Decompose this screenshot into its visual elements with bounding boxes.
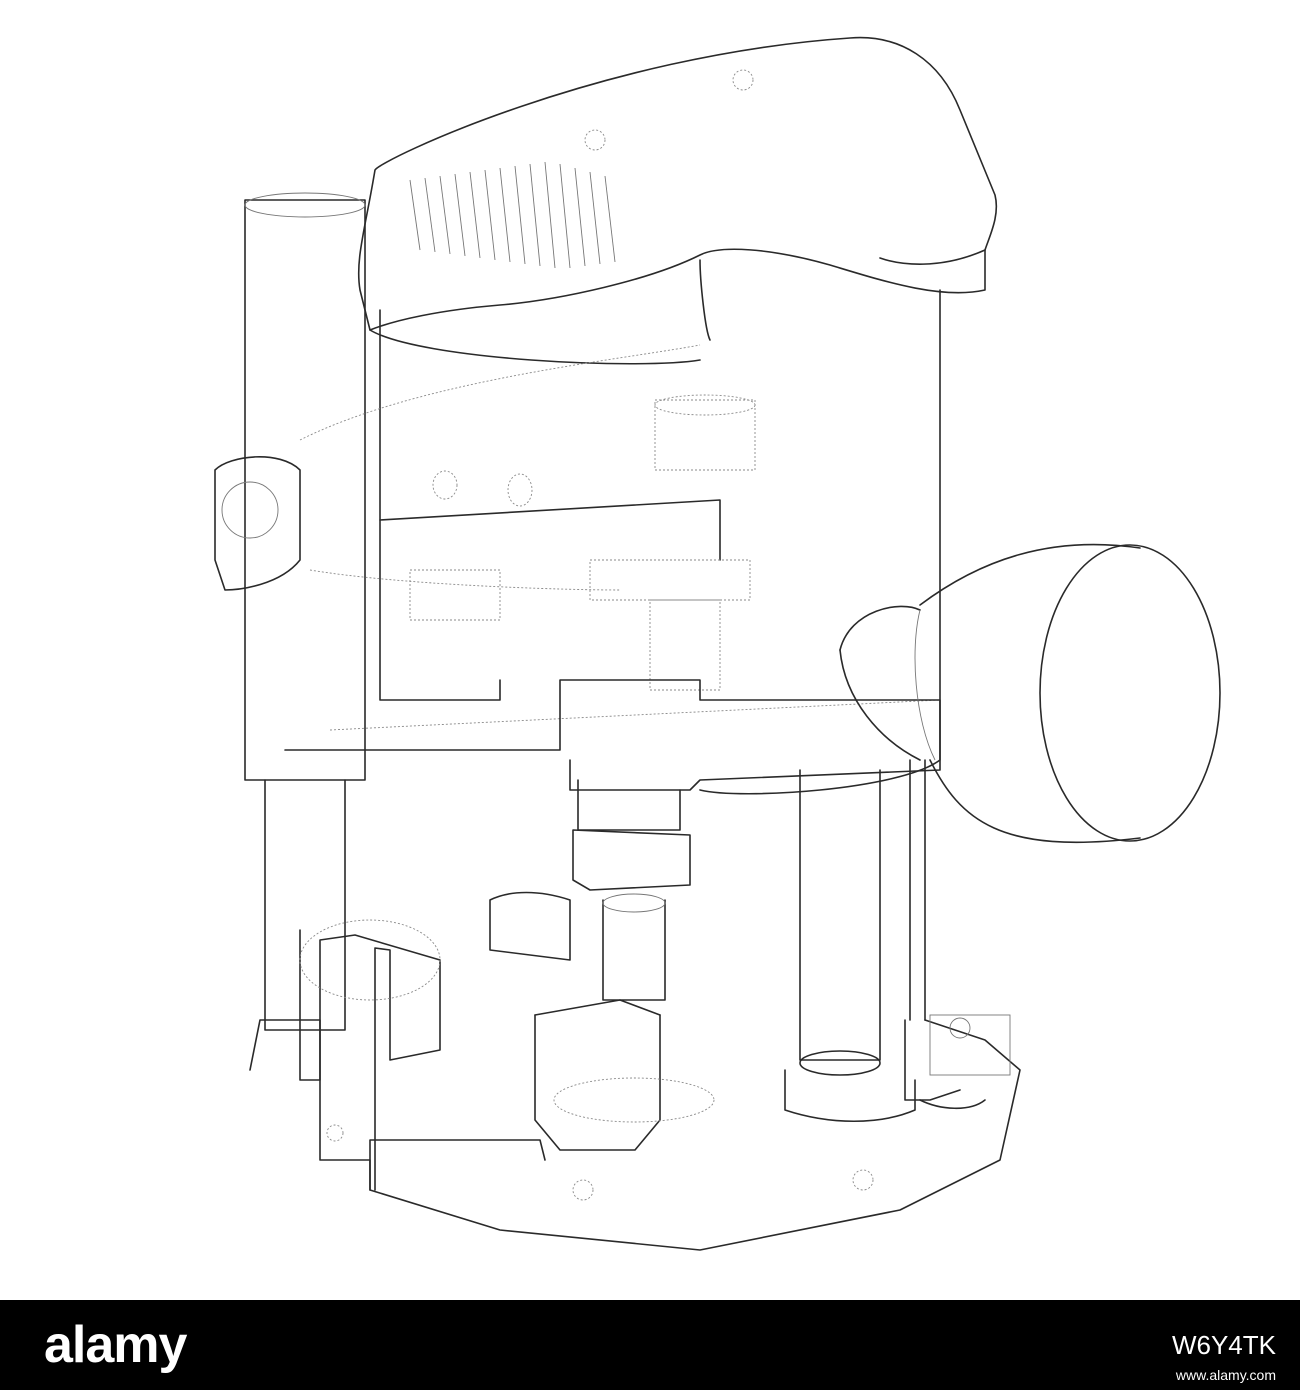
main-body [379,309,501,701]
spindle [577,779,681,831]
motor-housing-top [357,36,998,331]
collet-nut [572,829,691,891]
watermark-footer: alamy W6Y4TK www.alamy.com [0,1300,1300,1390]
right-column [799,769,881,1061]
image-id: W6Y4TK [1171,1330,1276,1360]
left-knob [214,456,301,591]
alamy-logo: alamy [44,1316,187,1374]
vent-grille [409,161,616,269]
left-column [244,199,366,781]
site-url: www.alamy.com [1175,1367,1276,1383]
wireframe-drawing [214,36,1221,1251]
side-knob [839,543,1221,844]
mid-plate [284,679,941,791]
